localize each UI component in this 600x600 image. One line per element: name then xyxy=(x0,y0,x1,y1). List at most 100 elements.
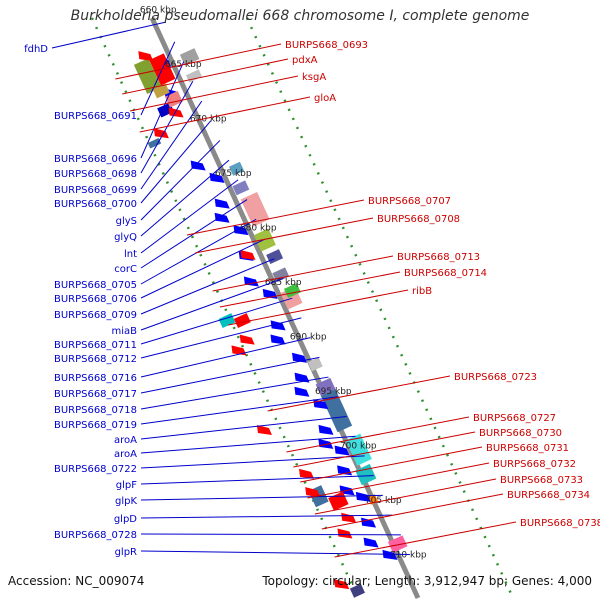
leader-line xyxy=(228,289,409,326)
leader-line xyxy=(267,375,451,412)
kbp-tick-label: 685 kbp xyxy=(265,278,302,288)
kbp-tick-label: 675 kbp xyxy=(215,169,252,179)
leader-line xyxy=(140,533,401,536)
leader-line xyxy=(115,43,282,80)
gene-block xyxy=(345,433,372,466)
right-gene-label: gloA xyxy=(314,93,336,104)
right-gene-label: BURPS668_0714 xyxy=(404,268,487,279)
leader-line xyxy=(140,514,392,519)
gene-block xyxy=(307,357,323,372)
gene-arrow-forward xyxy=(361,517,377,528)
leader-line xyxy=(219,271,401,308)
right-gene-labels: BURPS668_0693pdxAksgAgloABURPS668_0707BU… xyxy=(115,40,600,558)
leader-line xyxy=(140,494,383,501)
leader-line xyxy=(195,217,374,254)
left-gene-label: aroA xyxy=(114,435,137,446)
leader-line xyxy=(140,317,302,359)
left-gene-label: glpR xyxy=(115,547,137,558)
kbp-tick-label: 700 kbp xyxy=(340,442,377,452)
right-gene-label: BURPS668_0734 xyxy=(507,490,590,501)
gene-arrow-reverse xyxy=(153,128,169,139)
kbp-tick-label: 710 kbp xyxy=(390,551,427,561)
gene-arrow-reverse xyxy=(239,334,255,345)
gene-block xyxy=(179,48,200,66)
gene-block xyxy=(218,313,236,329)
topology-text: Topology: circular; Length: 3,912,947 bp… xyxy=(262,574,592,588)
right-gene-label: BURPS668_0738 xyxy=(520,518,600,529)
gene-block xyxy=(232,180,250,196)
leader-line xyxy=(140,475,374,485)
right-gene-label: BURPS668_0723 xyxy=(454,372,537,383)
gene-arrow-forward xyxy=(233,225,249,236)
kbp-tick-label: 695 kbp xyxy=(315,387,352,397)
gene-block xyxy=(355,463,377,486)
leader-line xyxy=(140,41,176,116)
kbp-tick-label: 660 kbp xyxy=(140,5,177,15)
leader-line xyxy=(334,521,517,558)
gene-arrow-reverse xyxy=(138,51,154,62)
gene-arrow-reverse xyxy=(168,107,184,118)
gene-arrow-reverse xyxy=(256,424,272,435)
leader-line xyxy=(140,337,311,378)
gene-block xyxy=(253,228,276,252)
leader-line xyxy=(140,455,365,469)
kbp-tick-label: 670 kbp xyxy=(190,114,227,124)
gene-arrow-forward xyxy=(355,491,371,502)
left-gene-label: BURPS668_0719 xyxy=(54,420,137,431)
left-gene-label: BURPS668_0696 xyxy=(54,154,137,165)
gene-block xyxy=(233,313,251,329)
left-gene-label: glyQ xyxy=(114,232,137,243)
gene-block xyxy=(266,249,284,265)
gene-arrow-forward xyxy=(243,276,259,287)
left-gene-labels: fdhDBURPS668_0691BURPS668_0696BURPS668_0… xyxy=(24,21,410,558)
right-gene-label: BURPS668_0730 xyxy=(479,428,562,439)
gene-arrow-forward xyxy=(382,549,398,560)
leader-line xyxy=(140,179,239,254)
left-gene-label: aroA xyxy=(114,449,137,460)
leader-line xyxy=(51,21,166,49)
kbp-tick-label: 690 kbp xyxy=(290,333,327,343)
gene-arrow-reverse xyxy=(334,579,350,590)
leader-line xyxy=(140,218,257,285)
leader-line xyxy=(140,140,221,221)
leader-line xyxy=(140,120,212,204)
right-gene-label: ksgA xyxy=(302,72,326,83)
leader-line xyxy=(140,550,410,556)
right-gene-label: BURPS668_0727 xyxy=(473,413,556,424)
gene-arrow-forward xyxy=(190,160,206,171)
gene-block xyxy=(387,535,408,553)
right-gene-label: BURPS668_0708 xyxy=(377,214,460,225)
left-gene-label: BURPS668_0711 xyxy=(54,340,137,351)
leader-line xyxy=(212,255,394,292)
left-gene-label: BURPS668_0718 xyxy=(54,405,137,416)
right-gene-label: BURPS668_0713 xyxy=(397,252,480,263)
dotted-ring xyxy=(245,17,515,599)
leader-line xyxy=(293,431,476,468)
left-gene-label: BURPS668_0728 xyxy=(54,530,137,541)
left-gene-label: miaB xyxy=(111,326,137,337)
left-gene-label: lnt xyxy=(124,249,137,260)
left-gene-label: BURPS668_0698 xyxy=(54,169,137,180)
leader-line xyxy=(286,416,470,453)
leader-line xyxy=(129,75,299,112)
kbp-tick-label: 680 kbp xyxy=(240,223,277,233)
leader-line xyxy=(140,297,293,345)
right-gene-label: pdxA xyxy=(292,55,318,66)
leader-line xyxy=(186,199,365,236)
gene-arrow-forward xyxy=(214,198,230,209)
left-gene-label: BURPS668_0722 xyxy=(54,464,137,475)
left-gene-label: BURPS668_0705 xyxy=(54,280,137,291)
left-gene-label: corC xyxy=(114,264,137,275)
left-gene-label: glpK xyxy=(115,496,137,507)
gene-arrow-reverse xyxy=(299,468,315,479)
gene-block xyxy=(349,583,365,598)
right-gene-label: BURPS668_0693 xyxy=(285,40,368,51)
gene-arrow-forward xyxy=(214,212,230,223)
gene-arrow-reverse xyxy=(305,487,321,498)
right-gene-label: BURPS668_0732 xyxy=(493,459,576,470)
gene-block xyxy=(152,83,170,99)
leader-line xyxy=(140,396,338,425)
left-gene-label: BURPS668_0712 xyxy=(54,354,137,365)
left-gene-label: BURPS668_0716 xyxy=(54,373,137,384)
gene-arrow-forward xyxy=(294,386,310,397)
